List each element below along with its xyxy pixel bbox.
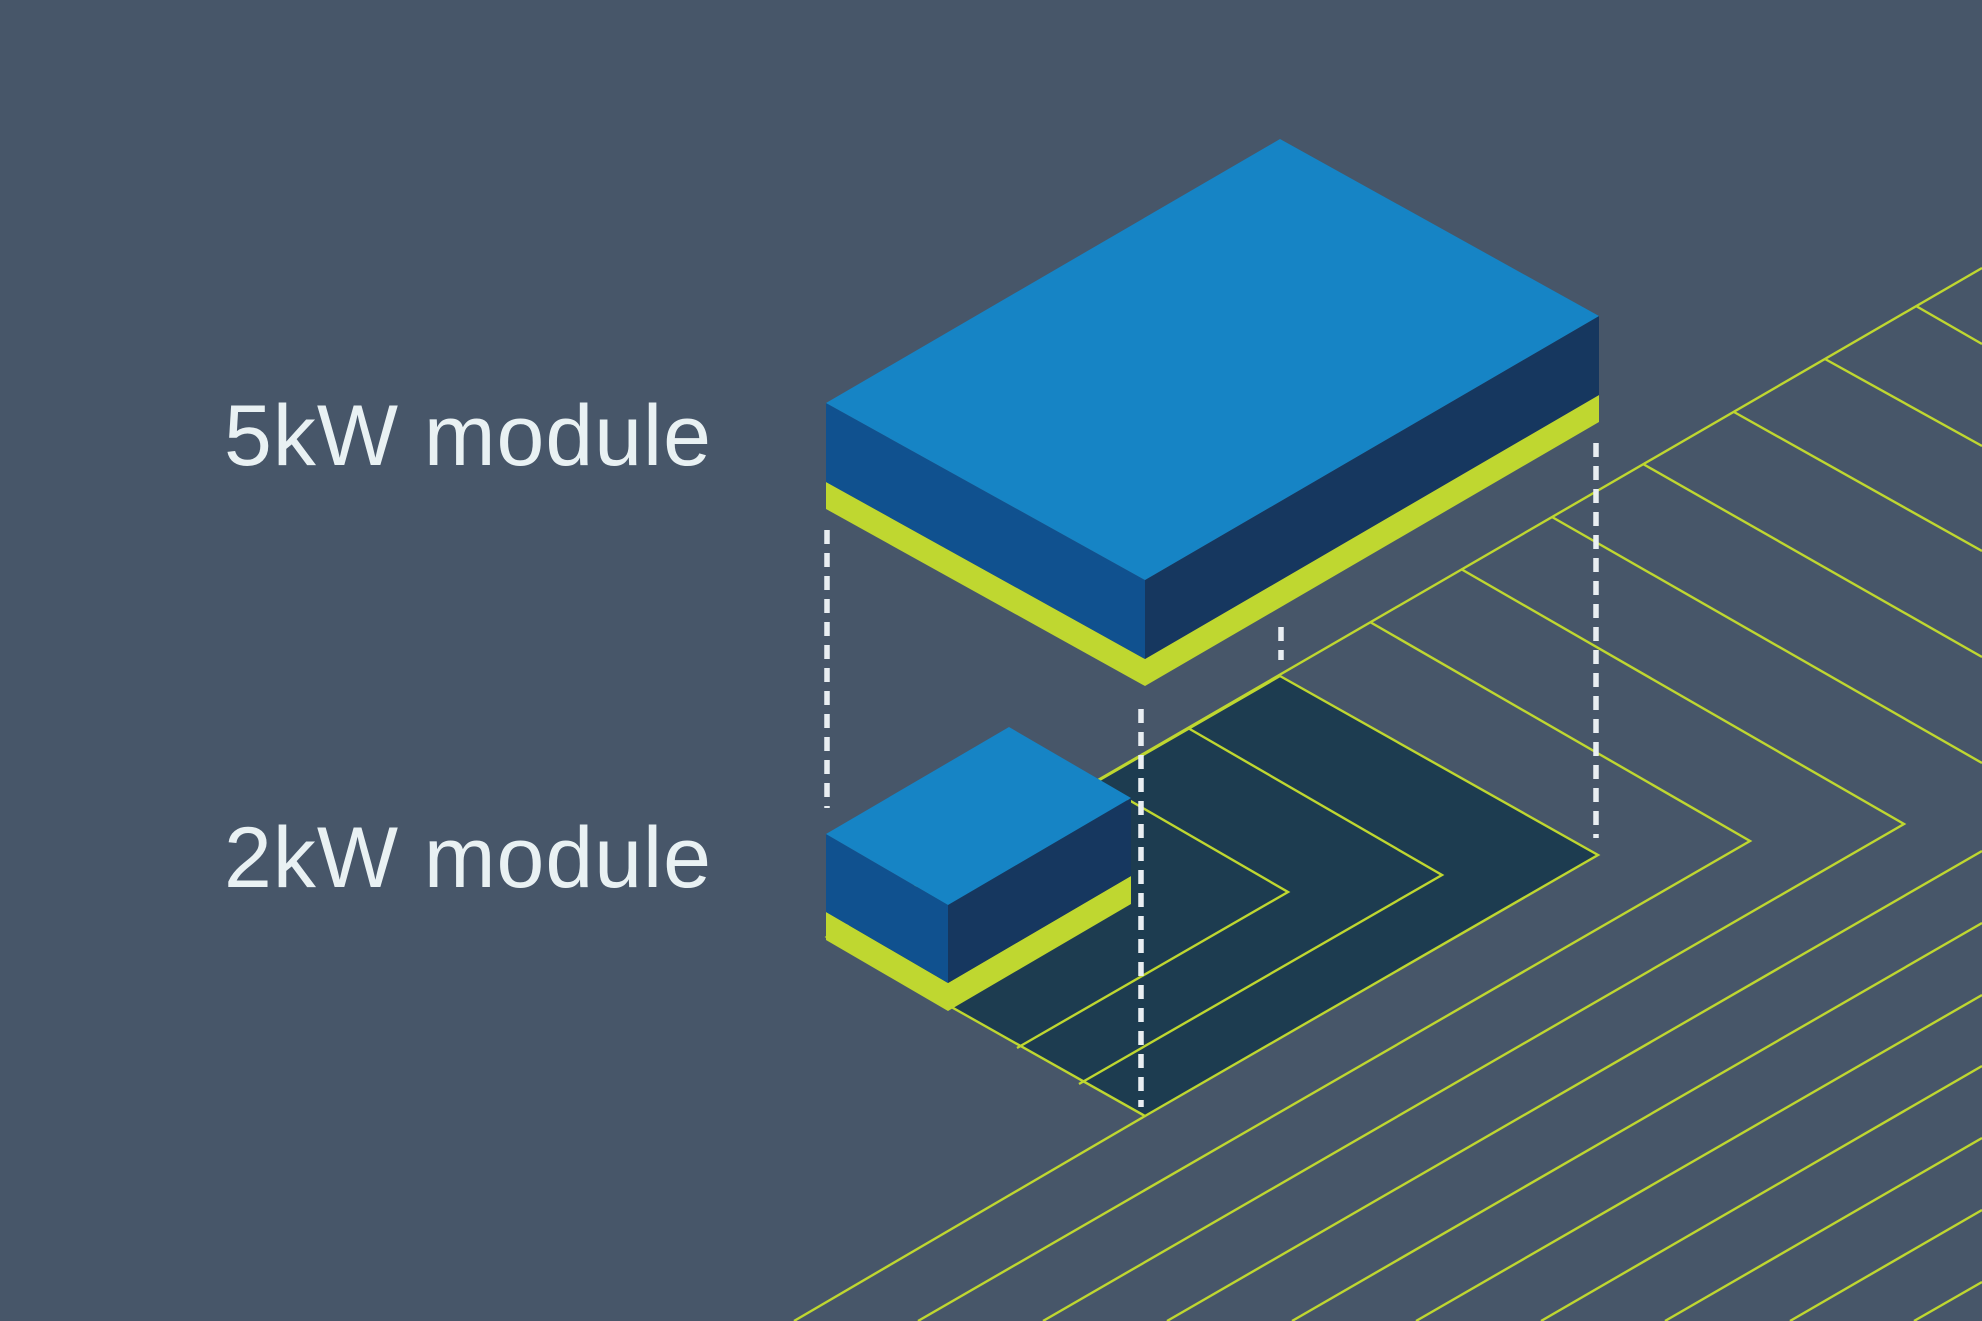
pattern-chevron-7-lower xyxy=(1664,1136,1982,1321)
pattern-chevron-inner-2 xyxy=(1078,726,1445,1086)
pattern-chevron-3-lower xyxy=(1166,849,1982,1321)
module-2kw-face-right xyxy=(948,798,1131,983)
module-5kw-face-left xyxy=(826,403,1145,659)
module-5kw-base-right xyxy=(1145,395,1599,686)
module-2kw-face-left xyxy=(826,834,948,983)
pattern-chevron-4-lower xyxy=(1291,921,1982,1321)
module-5kw-face-top xyxy=(826,139,1599,580)
module-5kw-base-left xyxy=(826,482,1145,686)
pattern-chevron-6-lower xyxy=(1540,1064,1982,1321)
projection-dashed-lines xyxy=(824,443,1599,1107)
pattern-chevron-9-lower xyxy=(1913,1280,1982,1321)
pattern-chevron-0-tail xyxy=(793,1114,1146,1321)
pattern-chevron-4-upper xyxy=(1642,462,1982,659)
module-5kw-illustration xyxy=(826,139,1599,686)
pattern-chevron-1 xyxy=(917,620,1753,1321)
module-5kw-label: 5kW module xyxy=(224,388,712,484)
pattern-chevron-5-upper xyxy=(1733,410,1982,553)
pattern-chevron-6-upper xyxy=(1824,357,1982,448)
module-2kw-base-right xyxy=(948,876,1131,1011)
module-5kw-face-right xyxy=(1145,316,1599,659)
pattern-chevron-3-upper xyxy=(1551,515,1982,765)
pattern-chevron-5-lower xyxy=(1415,993,1982,1321)
pattern-chevron-8-lower xyxy=(1789,1208,1982,1321)
module-2kw-face-top xyxy=(826,727,1131,905)
pattern-chevron-7-upper xyxy=(1915,304,1982,346)
pattern-chevron-2 xyxy=(1042,567,1907,1321)
module-2kw-base-left xyxy=(826,912,948,1011)
module-2kw-illustration xyxy=(826,727,1131,1011)
pattern-chevron-inner-1 xyxy=(1016,779,1291,1050)
module-2kw-label: 2kW module xyxy=(224,810,712,906)
